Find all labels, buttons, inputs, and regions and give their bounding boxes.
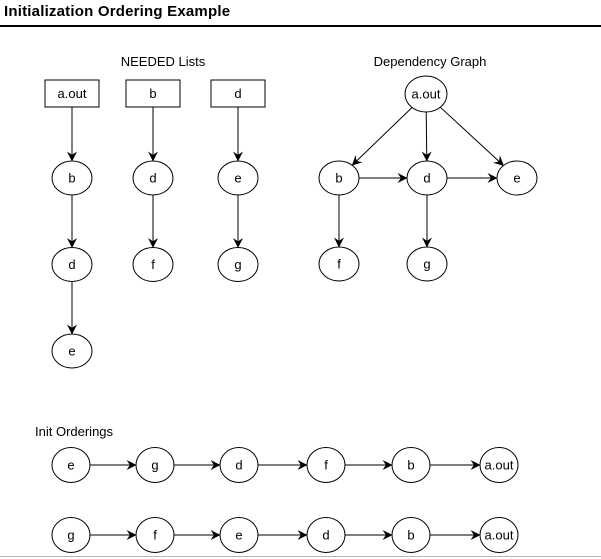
init-row2-node-e-label: e	[235, 528, 242, 543]
dep-node-f-circle	[318, 246, 360, 282]
needed-root-label-d: d	[234, 86, 241, 101]
init-row1-node-f-label: f	[324, 458, 328, 473]
dep-edge-a.out-e	[439, 106, 504, 166]
dep-edge-a.out-b	[351, 107, 413, 166]
dep-node-a.out-circle	[404, 75, 448, 113]
needed-root-box-a.out	[44, 79, 100, 108]
dep-node-g-label: g	[423, 257, 430, 272]
title-divider	[0, 25, 601, 27]
init-row2-node-a.out-label: a.out	[485, 528, 514, 543]
init-row2-node-d-label: d	[322, 528, 329, 543]
needed-node-d-g-label: g	[234, 257, 241, 272]
needed-node-a.out-d-label: d	[68, 257, 75, 272]
dep-edge-a.out-d	[421, 111, 432, 162]
dep-node-e-circle	[496, 160, 538, 196]
needed-node-d-e-label: e	[234, 171, 241, 186]
init-row2-node-f-label: f	[153, 528, 157, 543]
dep-node-b-circle	[318, 160, 360, 196]
dep-node-g-circle	[406, 246, 448, 282]
dep-node-a.out-label: a.out	[412, 87, 441, 102]
needed-lists-section: a.out b d e b d f d e g	[44, 79, 266, 369]
needed-node-b-f-label: f	[151, 257, 155, 272]
needed-root-box-b	[125, 79, 181, 108]
page-title: Initialization Ordering Example	[4, 3, 231, 20]
init-row1-node-g-label: g	[151, 458, 158, 473]
dep-node-d-label: d	[423, 171, 430, 186]
dependency-graph-section: a.out b d e f g	[318, 75, 538, 282]
init-row2-node-g-label: g	[67, 528, 74, 543]
init-row1-node-a.out-label: a.out	[485, 458, 514, 473]
needed-node-a.out-b-label: b	[68, 171, 75, 186]
dependency-graph-label: Dependency Graph	[374, 54, 487, 69]
init-row1-node-e-label: e	[67, 458, 74, 473]
init-orderings-section: e g d f b a.out g f e d b a.out	[51, 447, 519, 553]
init-row2-node-b-label: b	[407, 528, 414, 543]
needed-root-label-b: b	[149, 86, 156, 101]
needed-node-b-d-label: d	[149, 171, 156, 186]
dep-node-f-label: f	[337, 257, 341, 272]
dep-node-e-label: e	[513, 171, 520, 186]
init-row1-node-b-label: b	[407, 458, 414, 473]
needed-root-label-a.out: a.out	[58, 86, 87, 101]
dep-node-b-label: b	[335, 171, 342, 186]
init-orderings-label: Init Orderings	[35, 424, 114, 439]
init-row1-node-d-label: d	[235, 458, 242, 473]
bottom-divider	[0, 556, 601, 557]
dep-node-d-circle	[406, 160, 448, 196]
needed-node-a.out-e-label: e	[68, 344, 75, 359]
needed-lists-label: NEEDED Lists	[121, 54, 206, 69]
